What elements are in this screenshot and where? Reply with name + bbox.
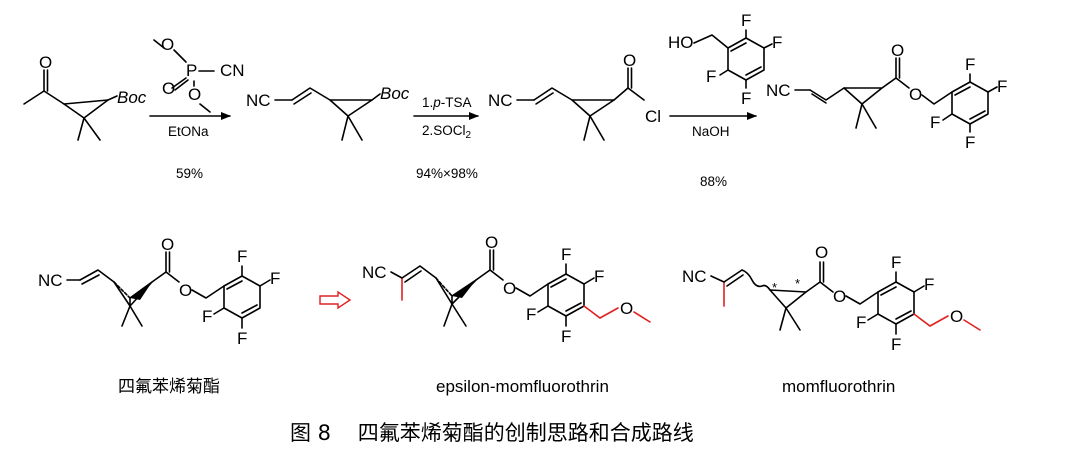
atom-f: F [965, 55, 975, 74]
atom-o: O [179, 281, 192, 300]
atom-o: O [950, 307, 963, 326]
atom-f: F [741, 89, 751, 108]
atom-o: O [833, 287, 846, 306]
product-ester: NC O O F F F F [766, 41, 1007, 152]
atom-nc: NC [766, 81, 791, 100]
stereo-star: * [772, 280, 777, 295]
atom-o: O [161, 35, 174, 54]
atom-f: F [237, 329, 247, 348]
yield-step2: 94%×98% [416, 166, 478, 181]
atom-o: O [891, 41, 904, 60]
atom-nc: NC [488, 91, 513, 110]
atom-o: O [909, 85, 922, 104]
atom-o: O [623, 51, 636, 70]
nitrile-boc-intermediate: NC Boc [246, 84, 410, 141]
atom-ho: HO [668, 33, 694, 52]
atom-o: O [39, 53, 52, 72]
atom-f: F [526, 305, 536, 324]
atom-cl: Cl [645, 107, 661, 126]
compound-label-momfluorothrin: momfluorothrin [782, 377, 895, 396]
atom-f: F [561, 245, 571, 264]
yield-step3: 88% [700, 174, 727, 189]
compound-label-epsilon: epsilon-momfluorothrin [436, 377, 609, 396]
atom-o: O [161, 235, 174, 254]
atom-f: F [772, 33, 782, 52]
epsilon-momfluorothrin-structure: NC O O F F F F O [362, 233, 651, 346]
reagent-ptsa: 1.p-TSA [422, 95, 472, 110]
atom-o: O [815, 243, 828, 262]
momfluorothrin-structure: NC * * O O F F F F O [682, 243, 981, 354]
atom-nc: NC [362, 263, 387, 282]
atom-f: F [741, 11, 751, 30]
atom-boc: Boc [117, 88, 147, 107]
atom-f: F [924, 275, 934, 294]
atom-o: O [188, 85, 201, 104]
stereo-star: * [795, 276, 800, 291]
atom-boc: Boc [380, 84, 410, 103]
atom-f: F [891, 335, 901, 354]
atom-nc: NC [38, 271, 63, 290]
atom-nc: NC [682, 267, 707, 286]
atom-f: F [856, 313, 866, 332]
reagent-socl2: 2.SOCl2 [422, 123, 472, 141]
reagent-etona: EtONa [168, 124, 209, 139]
atom-o: O [162, 79, 175, 98]
atom-f: F [965, 133, 975, 152]
acid-chloride-intermediate: NC O Cl [488, 51, 661, 141]
target-compound: NC O O F F F F [38, 235, 280, 348]
atom-o: O [503, 279, 516, 298]
atom-f: F [891, 253, 901, 272]
phosphonate-reagent: O P O O CN [153, 35, 245, 113]
fluorobenzyl-alcohol-reagent: HO F F F F [668, 11, 782, 108]
atom-p: P [186, 61, 197, 80]
atom-f: F [202, 307, 212, 326]
starting-ketone: O Boc [23, 53, 147, 141]
atom-f: F [930, 113, 940, 132]
compound-label-cn: 四氟苯烯菊酯 [118, 377, 220, 397]
atom-f: F [997, 77, 1007, 96]
yield-step1: 59% [176, 166, 203, 181]
atom-f: F [561, 327, 571, 346]
atom-f: F [270, 269, 280, 288]
atom-f: F [706, 67, 716, 86]
design-arrow-icon [319, 290, 352, 310]
figure-caption: 图 8 四氟苯烯菊酯的创制思路和合成路线 [290, 421, 694, 445]
atom-o: O [620, 299, 633, 318]
atom-f: F [237, 247, 247, 266]
atom-cn: CN [220, 61, 245, 80]
reagent-naoh: NaOH [692, 124, 730, 139]
atom-f: F [594, 267, 604, 286]
atom-nc: NC [246, 91, 271, 110]
atom-o: O [485, 233, 498, 252]
